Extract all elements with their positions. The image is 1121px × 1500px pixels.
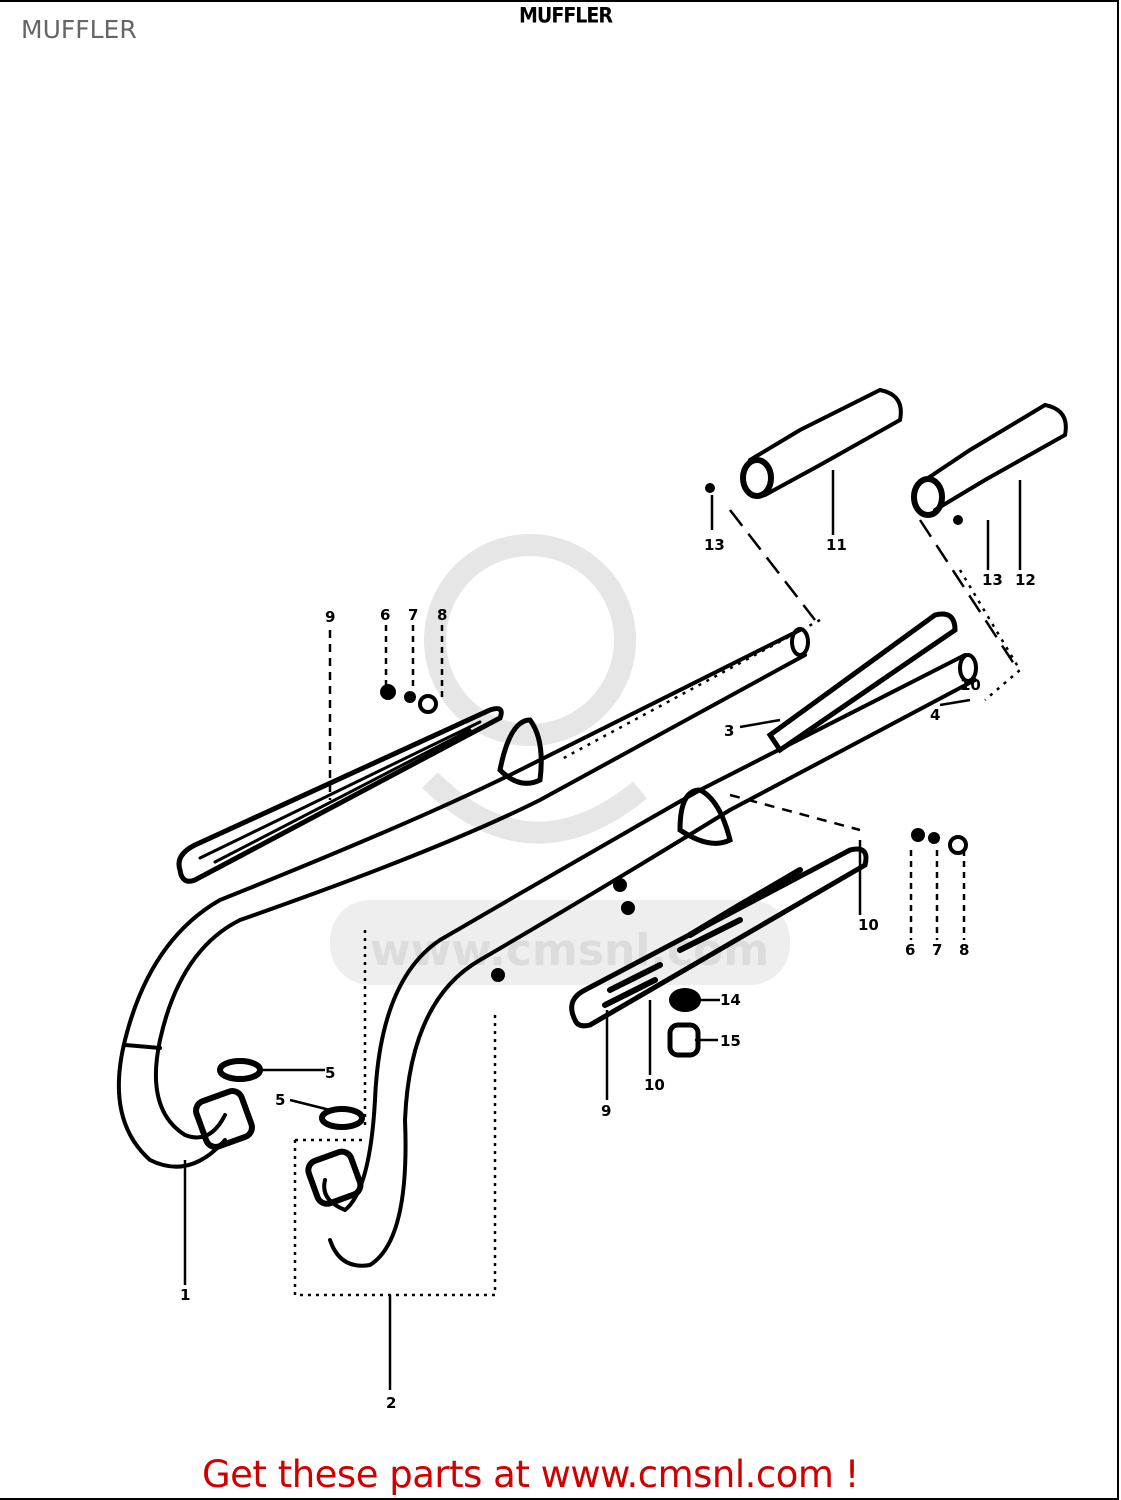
callout-13b: 13 bbox=[982, 571, 1003, 589]
silencer-11 bbox=[740, 387, 903, 499]
silencer-12 bbox=[911, 402, 1068, 518]
cmsnl-link[interactable]: Get these parts at www.cmsnl.com ! bbox=[202, 1453, 860, 1496]
callout-2: 2 bbox=[386, 1394, 396, 1412]
callout-14: 14 bbox=[720, 991, 741, 1009]
heat-protector-upper bbox=[176, 706, 504, 884]
diagram-title: MUFFLER bbox=[519, 3, 613, 29]
callout-12: 12 bbox=[1015, 571, 1036, 589]
callout-7b: 7 bbox=[932, 941, 942, 959]
callout-6a: 6 bbox=[380, 606, 390, 624]
part-callouts: 1 2 3 4 5 5 6 7 8 6 7 8 9 9 10 10 10 11 … bbox=[180, 536, 1036, 1412]
fasteners bbox=[380, 483, 968, 982]
baffle-3 bbox=[766, 611, 958, 754]
callout-8b: 8 bbox=[959, 941, 969, 959]
watermark-text: www.cmsnl.com bbox=[370, 925, 769, 976]
callout-9a: 9 bbox=[325, 608, 335, 626]
callout-8a: 8 bbox=[437, 606, 447, 624]
heat-protector-lower bbox=[569, 846, 869, 1029]
callout-7a: 7 bbox=[408, 606, 418, 624]
callout-11: 11 bbox=[826, 536, 847, 554]
callout-6b: 6 bbox=[905, 941, 915, 959]
callout-5a: 5 bbox=[325, 1064, 335, 1082]
leader-lines bbox=[183, 470, 1022, 1390]
gasket-5b bbox=[319, 1106, 365, 1130]
callout-10b: 10 bbox=[858, 916, 879, 934]
callout-9b: 9 bbox=[601, 1102, 611, 1120]
callout-5b: 5 bbox=[275, 1091, 285, 1109]
callout-10a: 10 bbox=[644, 1076, 665, 1094]
callout-15: 15 bbox=[720, 1032, 741, 1050]
callout-4: 4 bbox=[930, 706, 940, 724]
clamp-upper bbox=[497, 717, 544, 786]
exhaust-pipe-2 bbox=[305, 653, 978, 1268]
gasket-5a bbox=[217, 1058, 263, 1082]
callout-10c: 10 bbox=[960, 676, 981, 694]
callout-1: 1 bbox=[180, 1286, 190, 1304]
nut-14 bbox=[669, 988, 701, 1012]
exhaust-pipe-1 bbox=[116, 627, 810, 1169]
clamp-lower bbox=[677, 787, 733, 846]
bolt-15 bbox=[667, 1022, 701, 1058]
page-title: MUFFLER bbox=[21, 15, 137, 44]
callout-3: 3 bbox=[724, 722, 734, 740]
callout-13a: 13 bbox=[704, 536, 725, 554]
